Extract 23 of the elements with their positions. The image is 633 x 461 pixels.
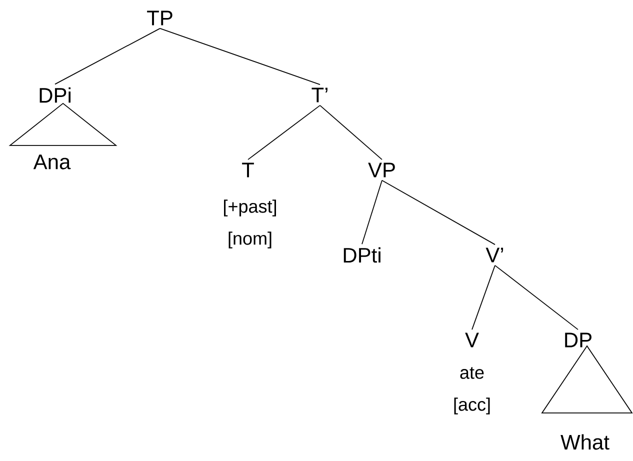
category-label: T’ <box>312 88 328 102</box>
category-label: T <box>242 162 254 178</box>
category-label: DPi <box>40 87 70 103</box>
feature-label: [acc] <box>454 398 490 414</box>
branch-line <box>320 104 382 160</box>
category-label: What <box>560 434 610 450</box>
category-label: Ana <box>33 154 71 170</box>
category-label: V <box>465 332 479 348</box>
category-label: DP <box>565 332 592 348</box>
branch-line <box>160 28 320 86</box>
branch-line <box>362 180 382 245</box>
branch-line <box>248 104 320 160</box>
branch-line <box>382 180 496 246</box>
feature-label: [nom] <box>228 232 272 248</box>
branch-line <box>54 28 160 85</box>
category-label: VP <box>368 162 395 178</box>
feature-label: [+past] <box>224 200 276 216</box>
category-label: TP <box>147 10 172 26</box>
category-label: DPti <box>344 247 380 263</box>
branch-line <box>494 264 578 330</box>
category-label: V’ <box>486 248 504 262</box>
branch-line <box>472 264 496 330</box>
feature-label: ate <box>460 367 484 379</box>
